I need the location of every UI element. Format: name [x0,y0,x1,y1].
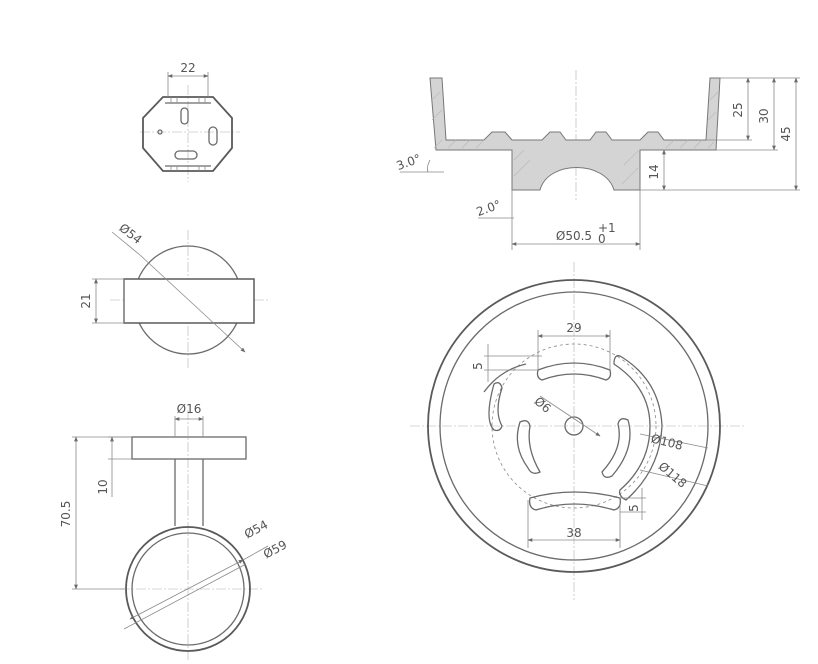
slot-bottom [528,491,622,511]
inner-height-label: 30 [757,108,771,123]
inner-ring-label: Ø108 [650,431,685,452]
bottom-slot-width-label: 38 [566,526,581,540]
flange-rect [131,436,247,460]
depth-label: 25 [731,102,745,117]
tolerance-upper: +1 [598,221,616,235]
top-slot-height-label: 5 [471,362,485,370]
side-height-label: 21 [79,293,93,308]
dish-inner-rim [439,291,709,561]
slot-left-inner [516,420,541,474]
dish-section-profile [429,77,721,191]
inner-diameter-label: Ø54 [242,517,270,541]
top-width-label: 22 [180,61,195,75]
outer-diameter-label: Ø59 [261,537,289,561]
center-hole [564,416,584,436]
slot-pitch-circle [491,343,657,509]
dish-outer-rim [427,279,721,573]
draft-bottom-label: 2.0° [474,197,502,219]
base-height-label: 14 [647,164,661,179]
side-bar [123,278,255,324]
side-diameter-label: Ø54 [116,221,144,247]
mount-slot-vertical [180,107,189,125]
slot-right-inner [601,418,631,478]
slot-left-outer [488,382,503,432]
rod-diameter-label: Ø16 [177,402,202,416]
hatching [431,91,719,185]
flange-label: 10 [96,479,110,494]
mount-plate-outline [142,96,233,172]
top-slot-width-label: 29 [566,321,581,335]
slot-right-outer [613,355,663,501]
bottom-slot-height-label: 5 [627,504,641,512]
draft-top-label: 3.0° [394,151,422,173]
front-view: Ø16 10 70.5 Ø54 Ø59 [59,402,289,660]
mount-slot-horizontal [174,150,198,160]
section-view: 25 30 45 14 3.0° 2.0° Ø50.5 +1 0 [394,70,800,250]
total-height-label: 70.5 [59,501,73,528]
mount-slot-right [208,126,218,146]
hole-label: Ø6 [532,394,554,416]
total-height-label: 45 [779,126,793,141]
side-view: Ø54 21 [79,221,270,370]
top-view: 22 [140,61,240,182]
tolerance-lower: 0 [598,232,606,246]
base-diameter-label: Ø50.5 [556,229,592,243]
plan-view: 29 5 Ø6 Ø108 Ø118 5 38 [410,262,745,600]
slot-top [536,362,612,381]
